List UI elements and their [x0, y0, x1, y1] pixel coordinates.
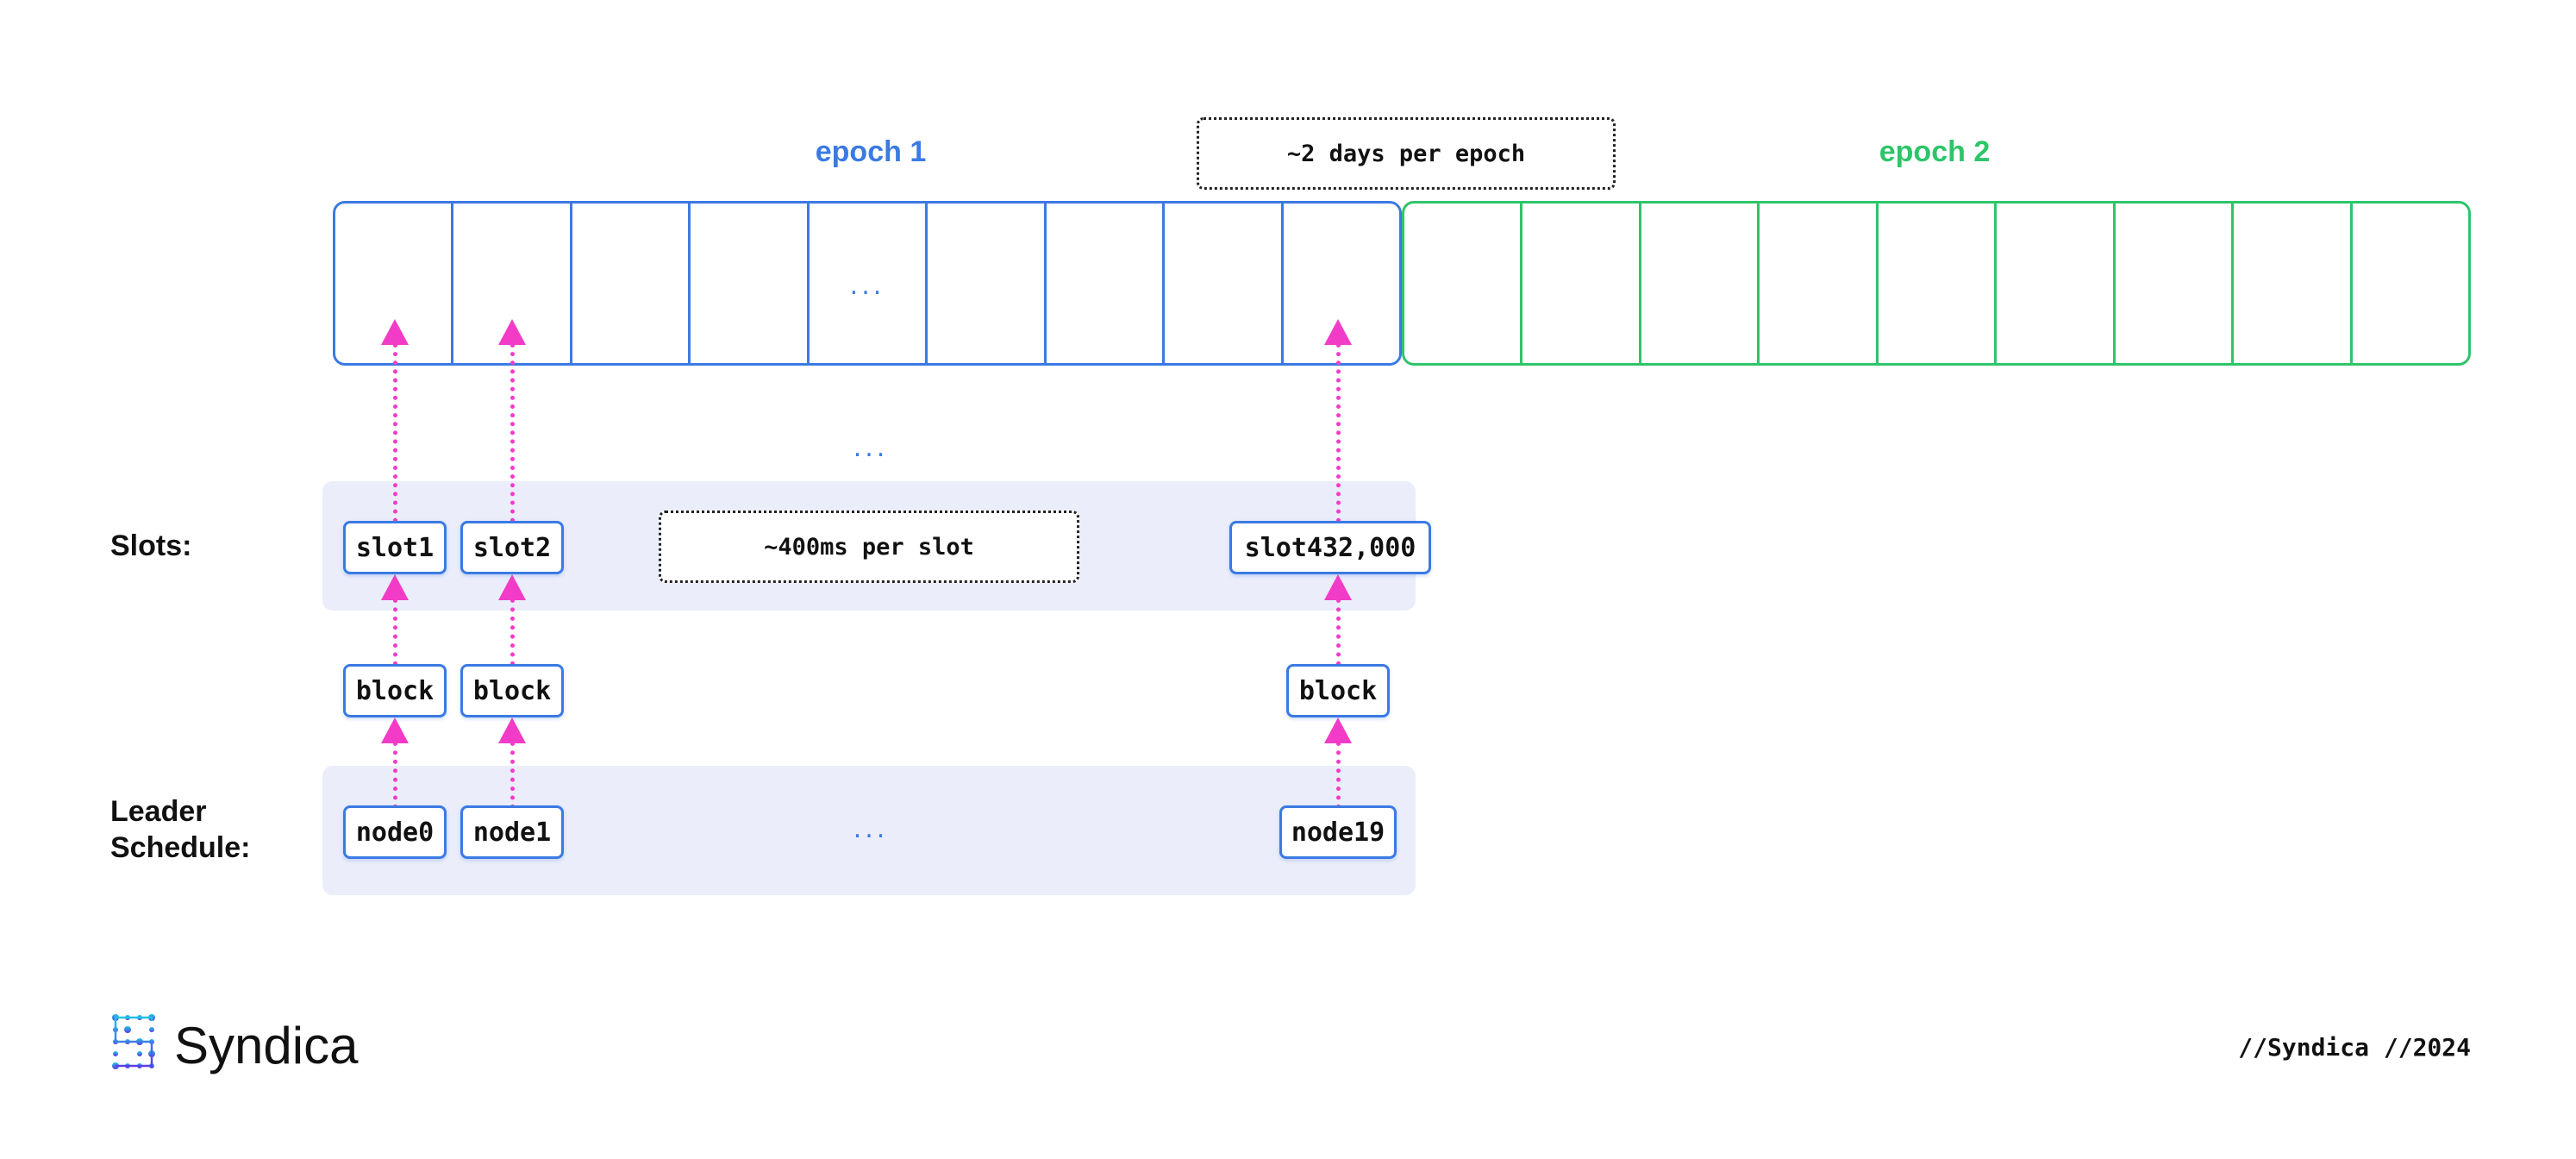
- leader-schedule-row-label: Leader Schedule:: [110, 795, 251, 864]
- epoch-1-cell: [928, 204, 1047, 363]
- epoch-1-cell: [572, 204, 691, 363]
- brand: Syndica: [109, 1011, 358, 1080]
- arrow-up: [378, 319, 412, 523]
- epoch-1-ellipsis: ...: [849, 271, 885, 301]
- arrow-up: [378, 717, 412, 809]
- epoch-1-cell: [453, 204, 572, 363]
- arrow-up: [495, 717, 529, 809]
- arrow-up: [495, 319, 529, 523]
- epoch-1-slots: ...: [333, 201, 1402, 366]
- brand-name: Syndica: [174, 1016, 359, 1074]
- node-chip: node19: [1279, 805, 1397, 859]
- epoch-1-cell: [691, 204, 810, 363]
- arrow-up: [1321, 574, 1355, 666]
- epoch-2-label: epoch 2: [1879, 135, 1991, 168]
- slots-ellipsis: ...: [853, 433, 889, 463]
- epoch-2-cell: [1879, 204, 1998, 363]
- slot-duration-note: ~400ms per slot: [659, 511, 1079, 583]
- epoch-1-cell: [335, 204, 454, 363]
- arrow-up: [495, 574, 529, 666]
- epoch-1-cell: [1165, 204, 1284, 363]
- epoch-2-cell: [1997, 204, 2116, 363]
- epoch-2-cell: [1760, 204, 1879, 363]
- block-chip: block: [460, 664, 564, 717]
- slots-row-label: Slots:: [110, 529, 192, 562]
- epoch-duration-note: ~2 days per epoch: [1197, 117, 1616, 190]
- epoch-2-cell: [1404, 204, 1523, 363]
- block-chip: block: [1286, 664, 1390, 717]
- slot-chip: slot432,000: [1229, 521, 1431, 574]
- epoch-1-cell: ...: [810, 204, 928, 363]
- epoch-2-cell: [1522, 204, 1641, 363]
- epoch-2-cell: [2116, 204, 2235, 363]
- arrow-up: [1321, 717, 1355, 809]
- epoch-1-label: epoch 1: [815, 135, 927, 168]
- syndica-logo-icon: [112, 1014, 155, 1069]
- epoch-1-cell: [1047, 204, 1166, 363]
- epoch-2-cell: [2353, 204, 2468, 363]
- slot-chip: slot1: [343, 521, 447, 574]
- slot-chip: slot2: [460, 521, 564, 574]
- block-chip: block: [343, 664, 447, 717]
- epoch-2-cell: [2234, 204, 2353, 363]
- node-chip: node1: [460, 805, 564, 859]
- arrow-up: [378, 574, 412, 666]
- epoch-2-slots: [1402, 201, 2471, 366]
- footer-credit: //Syndica //2024: [2238, 1033, 2471, 1062]
- node-chip: node0: [343, 805, 447, 859]
- epoch-2-cell: [1641, 204, 1760, 363]
- leader-schedule-ellipsis: ...: [853, 814, 889, 844]
- arrow-up: [1321, 319, 1355, 523]
